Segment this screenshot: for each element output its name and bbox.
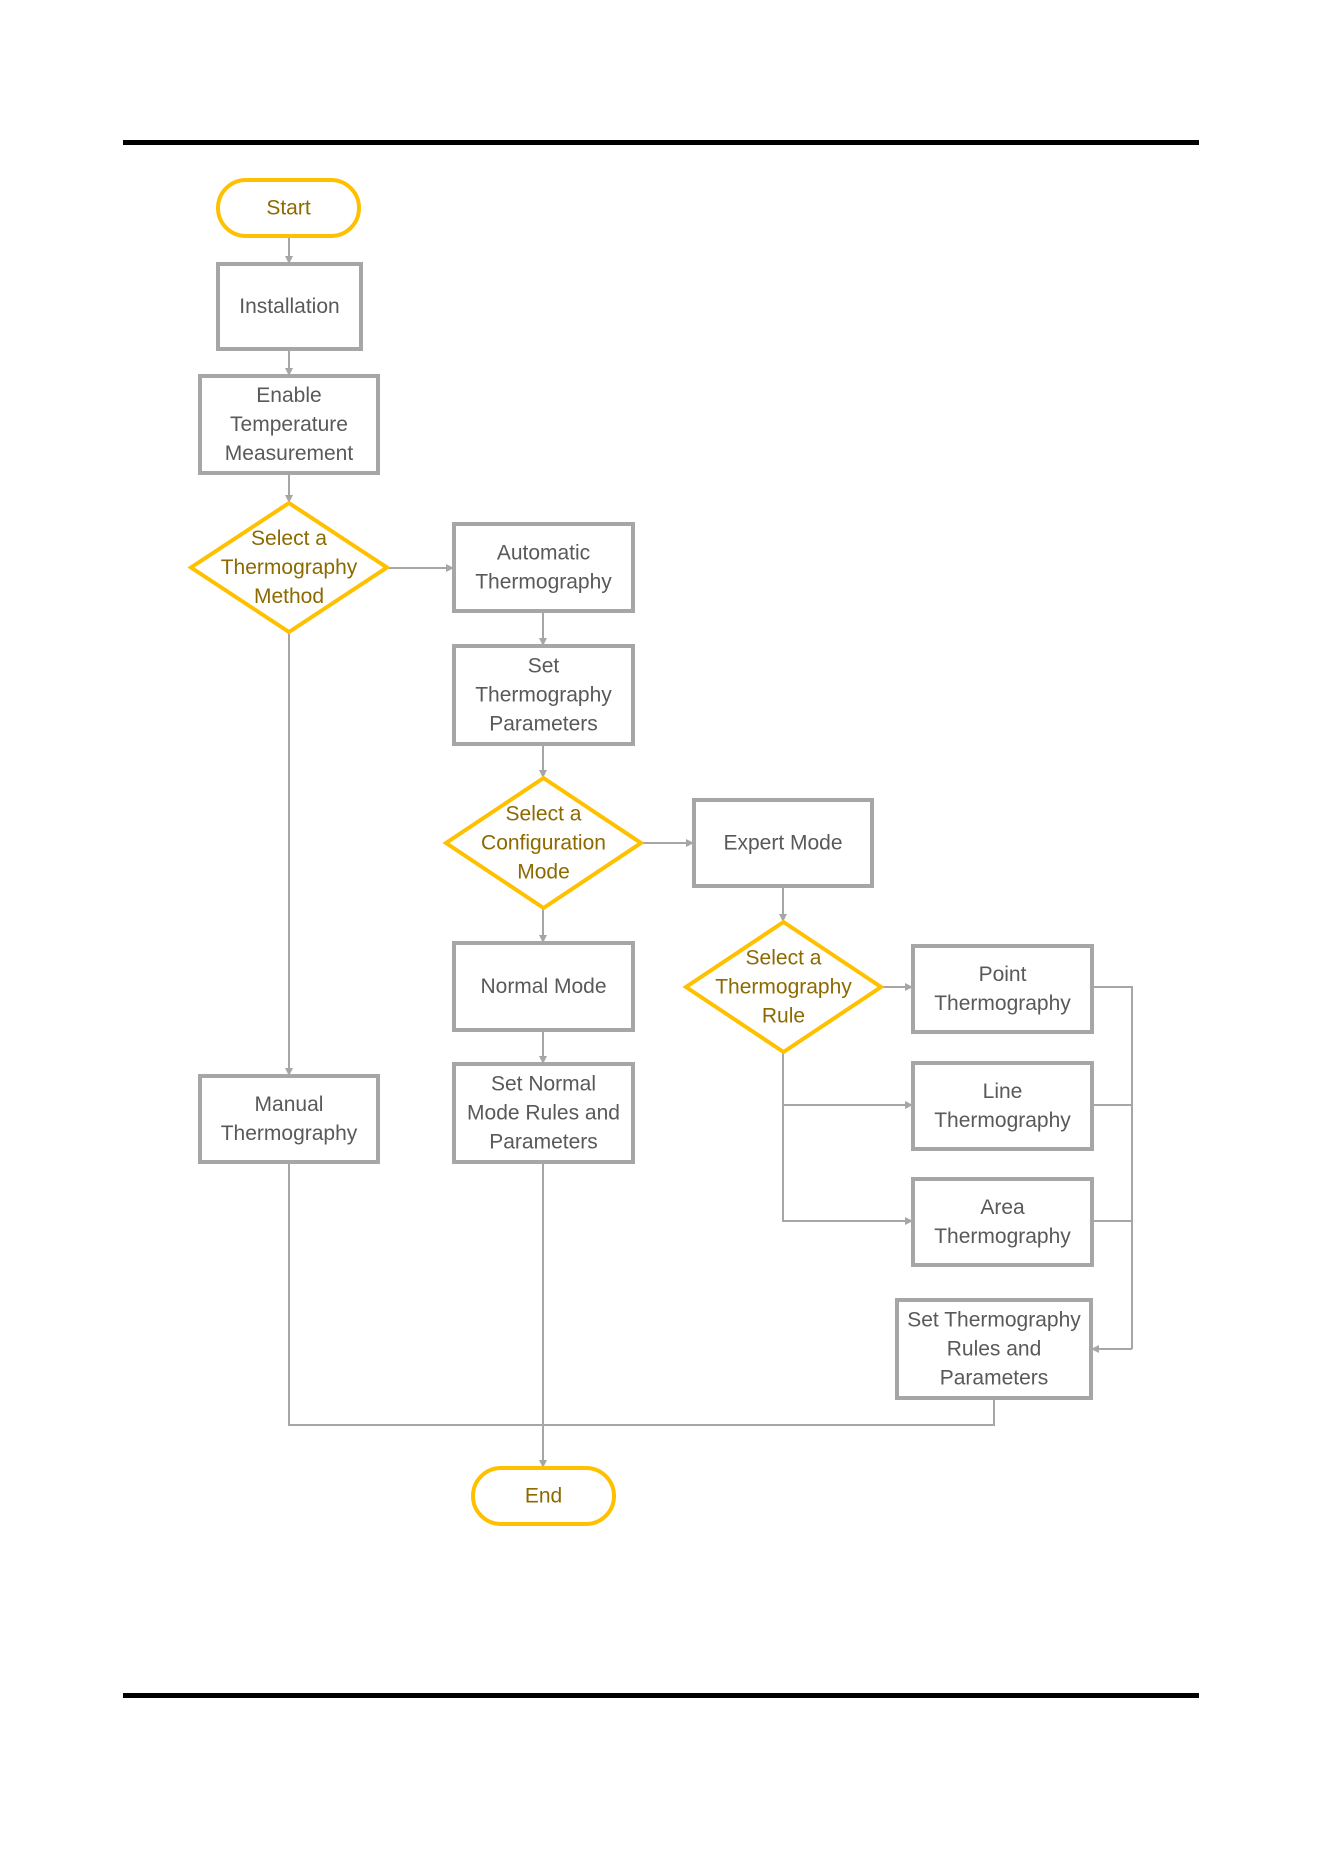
node-label-line: Automatic <box>497 542 590 565</box>
process-box <box>895 1298 1093 1400</box>
connectors <box>285 236 1133 1468</box>
node-label-line: Line <box>983 1080 1023 1103</box>
process-box <box>692 798 874 888</box>
connector-select_rule-area <box>782 1105 913 1225</box>
process-box <box>452 644 635 746</box>
terminal-pill <box>216 178 361 238</box>
node-label-line: Expert Mode <box>723 832 842 855</box>
node-label-line: Method <box>254 585 324 608</box>
node-label-line: Select a <box>746 947 822 970</box>
decision-diamond <box>442 775 645 911</box>
node-label-line: Thermography <box>934 1225 1071 1248</box>
process-box <box>452 941 635 1032</box>
connector-point-bus <box>1092 986 1133 1349</box>
process-box <box>911 1177 1094 1267</box>
node-label-line: Set Normal <box>491 1073 596 1096</box>
node-label-line: Select a <box>251 527 327 550</box>
process-box <box>198 1074 380 1164</box>
process-box <box>911 944 1094 1034</box>
decision-diamond <box>187 500 391 635</box>
node-label-line: Set <box>528 655 560 678</box>
footer-rule <box>123 1693 1199 1698</box>
nodes: StartInstallationEnableTemperatureMeasur… <box>187 178 1094 1526</box>
node-label-line: Measurement <box>225 442 354 465</box>
connector-select_rule-line <box>782 1052 913 1109</box>
node-start: Start <box>216 178 361 238</box>
node-installation: Installation <box>216 262 363 351</box>
node-label-line: End <box>525 1485 562 1508</box>
node-label-line: Configuration <box>481 832 606 855</box>
terminal-pill <box>471 1466 616 1526</box>
node-end: End <box>471 1466 616 1526</box>
node-label-line: Thermography <box>475 571 612 594</box>
node-label-line: Select a <box>506 803 582 826</box>
process-box <box>911 1061 1094 1151</box>
node-label-line: Parameters <box>489 1131 598 1154</box>
header-rule <box>123 140 1199 145</box>
node-label-line: Set Thermography <box>907 1309 1081 1332</box>
node-label-line: Point <box>979 963 1027 986</box>
node-label-line: Enable <box>256 384 321 407</box>
node-label-line: Thermography <box>221 556 358 579</box>
node-label-line: Parameters <box>489 713 598 736</box>
node-label-line: Mode <box>517 861 570 884</box>
node-label-line: Thermography <box>934 992 1071 1015</box>
node-label-line: Mode Rules and <box>467 1102 620 1125</box>
node-label-line: Thermography <box>221 1122 358 1145</box>
node-label-line: Thermography <box>715 976 852 999</box>
connector-set_rules-merge <box>543 1398 995 1426</box>
process-box <box>216 262 363 351</box>
node-label-line: Parameters <box>940 1367 1049 1390</box>
node-normal-mode: Normal Mode <box>452 941 635 1032</box>
node-label-line: Rules and <box>947 1338 1042 1361</box>
process-box <box>198 374 380 475</box>
node-label-line: Temperature <box>230 413 348 436</box>
node-expert-mode: Expert Mode <box>692 798 874 888</box>
node-label-line: Area <box>980 1196 1025 1219</box>
node-label-line: Manual <box>255 1093 324 1116</box>
node-label-line: Thermography <box>475 684 612 707</box>
node-label-line: Rule <box>762 1005 805 1028</box>
decision-diamond <box>682 919 885 1055</box>
node-label-line: Installation <box>239 295 339 318</box>
node-label-line: Normal Mode <box>480 975 606 998</box>
process-box <box>452 522 635 613</box>
node-label-line: Thermography <box>934 1109 1071 1132</box>
connector-manual-merge <box>288 1162 543 1426</box>
process-box <box>452 1062 635 1164</box>
node-label-line: Start <box>266 197 311 220</box>
